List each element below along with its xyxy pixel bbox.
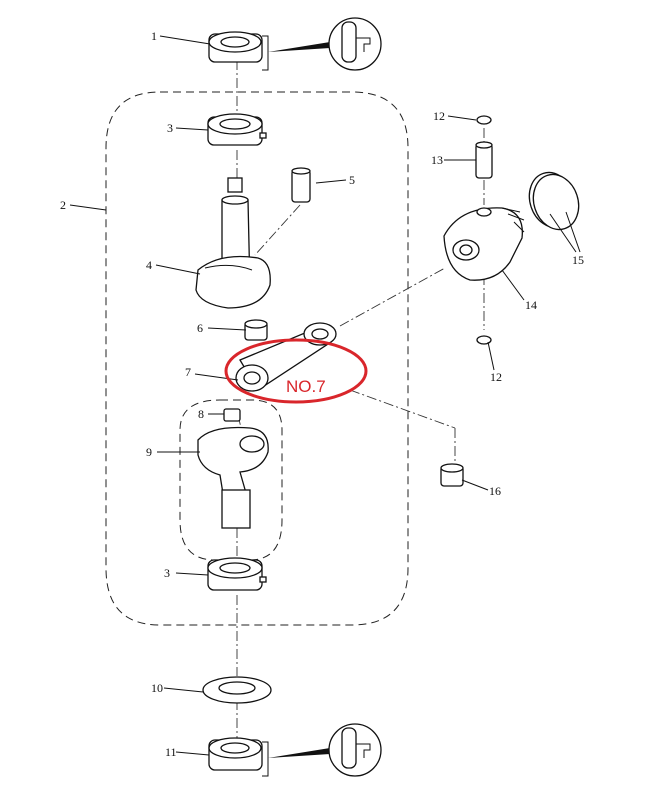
label-part-15: 15 bbox=[572, 253, 584, 267]
label-part-9: 9 bbox=[146, 445, 152, 459]
label-part-6: 6 bbox=[197, 321, 203, 335]
label-part-10: 10 bbox=[151, 681, 163, 695]
part-12-clip-lower bbox=[476, 335, 492, 345]
label-part-5: 5 bbox=[349, 173, 355, 187]
part-3-lower-bearing bbox=[207, 557, 267, 591]
label-part-1: 1 bbox=[151, 29, 157, 43]
label-part-7: 7 bbox=[185, 365, 191, 379]
label-part-14: 14 bbox=[525, 298, 537, 312]
detail-callout-top bbox=[328, 17, 382, 71]
part-6-needle-bearing bbox=[244, 319, 268, 341]
part-15-piston-rings bbox=[528, 171, 580, 231]
part-14-piston bbox=[443, 207, 525, 281]
part-5-pin bbox=[291, 167, 311, 203]
label-part-3-upper: 3 bbox=[167, 121, 173, 135]
highlight-text: NO.7 bbox=[286, 377, 326, 396]
label-part-16: 16 bbox=[489, 484, 501, 498]
part-16-needle-bearing bbox=[440, 463, 464, 487]
part-13-piston-pin bbox=[475, 141, 493, 179]
label-part-2: 2 bbox=[60, 198, 66, 212]
part-1-bearing bbox=[208, 31, 330, 71]
label-part-13: 13 bbox=[431, 153, 443, 167]
part-labels: 1 2 3 3 4 5 6 7 8 9 10 11 12 12 13 14 15… bbox=[60, 29, 584, 759]
part-10-washer bbox=[202, 676, 272, 704]
part-12-clip-upper bbox=[476, 115, 492, 125]
label-part-3-lower: 3 bbox=[164, 566, 170, 580]
highlight-circle bbox=[224, 338, 368, 404]
part-3-upper-bearing bbox=[207, 113, 267, 146]
part-8-key bbox=[223, 408, 241, 422]
part-11-bearing bbox=[208, 737, 330, 777]
label-part-12-lower: 12 bbox=[490, 370, 502, 384]
label-part-12-upper: 12 bbox=[433, 109, 445, 123]
label-part-8: 8 bbox=[198, 407, 204, 421]
detail-callout-bottom bbox=[328, 723, 382, 777]
label-part-4: 4 bbox=[146, 258, 152, 272]
assembly-group-2-outline bbox=[105, 91, 409, 626]
leader-lines bbox=[69, 35, 581, 756]
highlight-annotation: NO.7 bbox=[224, 338, 368, 404]
label-part-11: 11 bbox=[165, 745, 177, 759]
part-9-crank-lower bbox=[197, 426, 269, 529]
part-4-crank-upper bbox=[195, 177, 271, 309]
